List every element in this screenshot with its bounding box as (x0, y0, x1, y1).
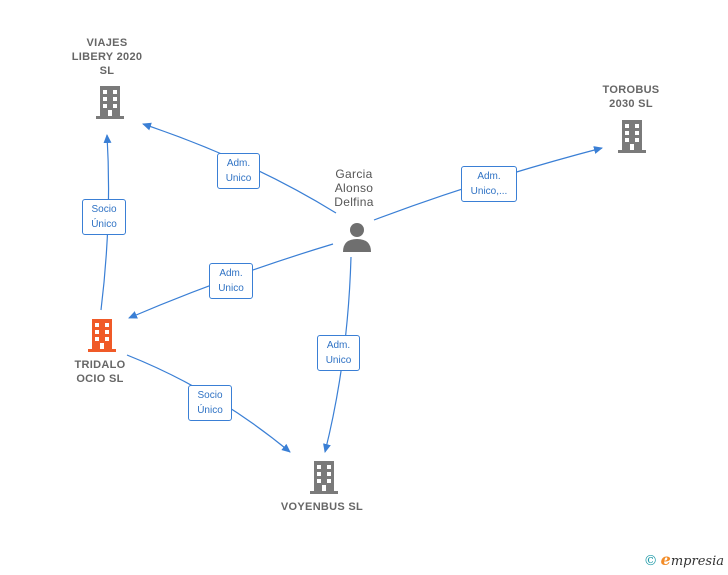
node-label-viajes: VIAJES LIBERY 2020 SL (71, 37, 143, 77)
edge-label-tridalo-viajes[interactable]: Socio Único (82, 199, 126, 235)
node-label-torobus: TOROBUS 2030 SL (602, 84, 660, 110)
node-label-garcia: Garcia Alonso Delfina (334, 167, 374, 209)
brand-logo: ©empresia (643, 550, 724, 569)
node-label-tridalo: TRIDALO OCIO SL (74, 359, 126, 385)
building-highlight-icon[interactable] (86, 317, 118, 353)
edge-label-garcia-voyenbus[interactable]: Adm. Unico (317, 335, 360, 371)
building-icon[interactable] (94, 84, 126, 120)
person-icon[interactable] (341, 221, 373, 253)
copyright-icon: © (643, 553, 658, 569)
edge-label-tridalo-voyenbus[interactable]: Socio Único (188, 385, 232, 421)
edge-label-garcia-viajes[interactable]: Adm. Unico (217, 153, 260, 189)
edge-label-garcia-torobus[interactable]: Adm. Unico,... (461, 166, 517, 202)
node-label-voyenbus: VOYENBUS SL (280, 501, 364, 513)
building-icon[interactable] (308, 459, 340, 495)
building-icon[interactable] (616, 118, 648, 154)
edge-label-garcia-tridalo[interactable]: Adm. Unico (209, 263, 253, 299)
